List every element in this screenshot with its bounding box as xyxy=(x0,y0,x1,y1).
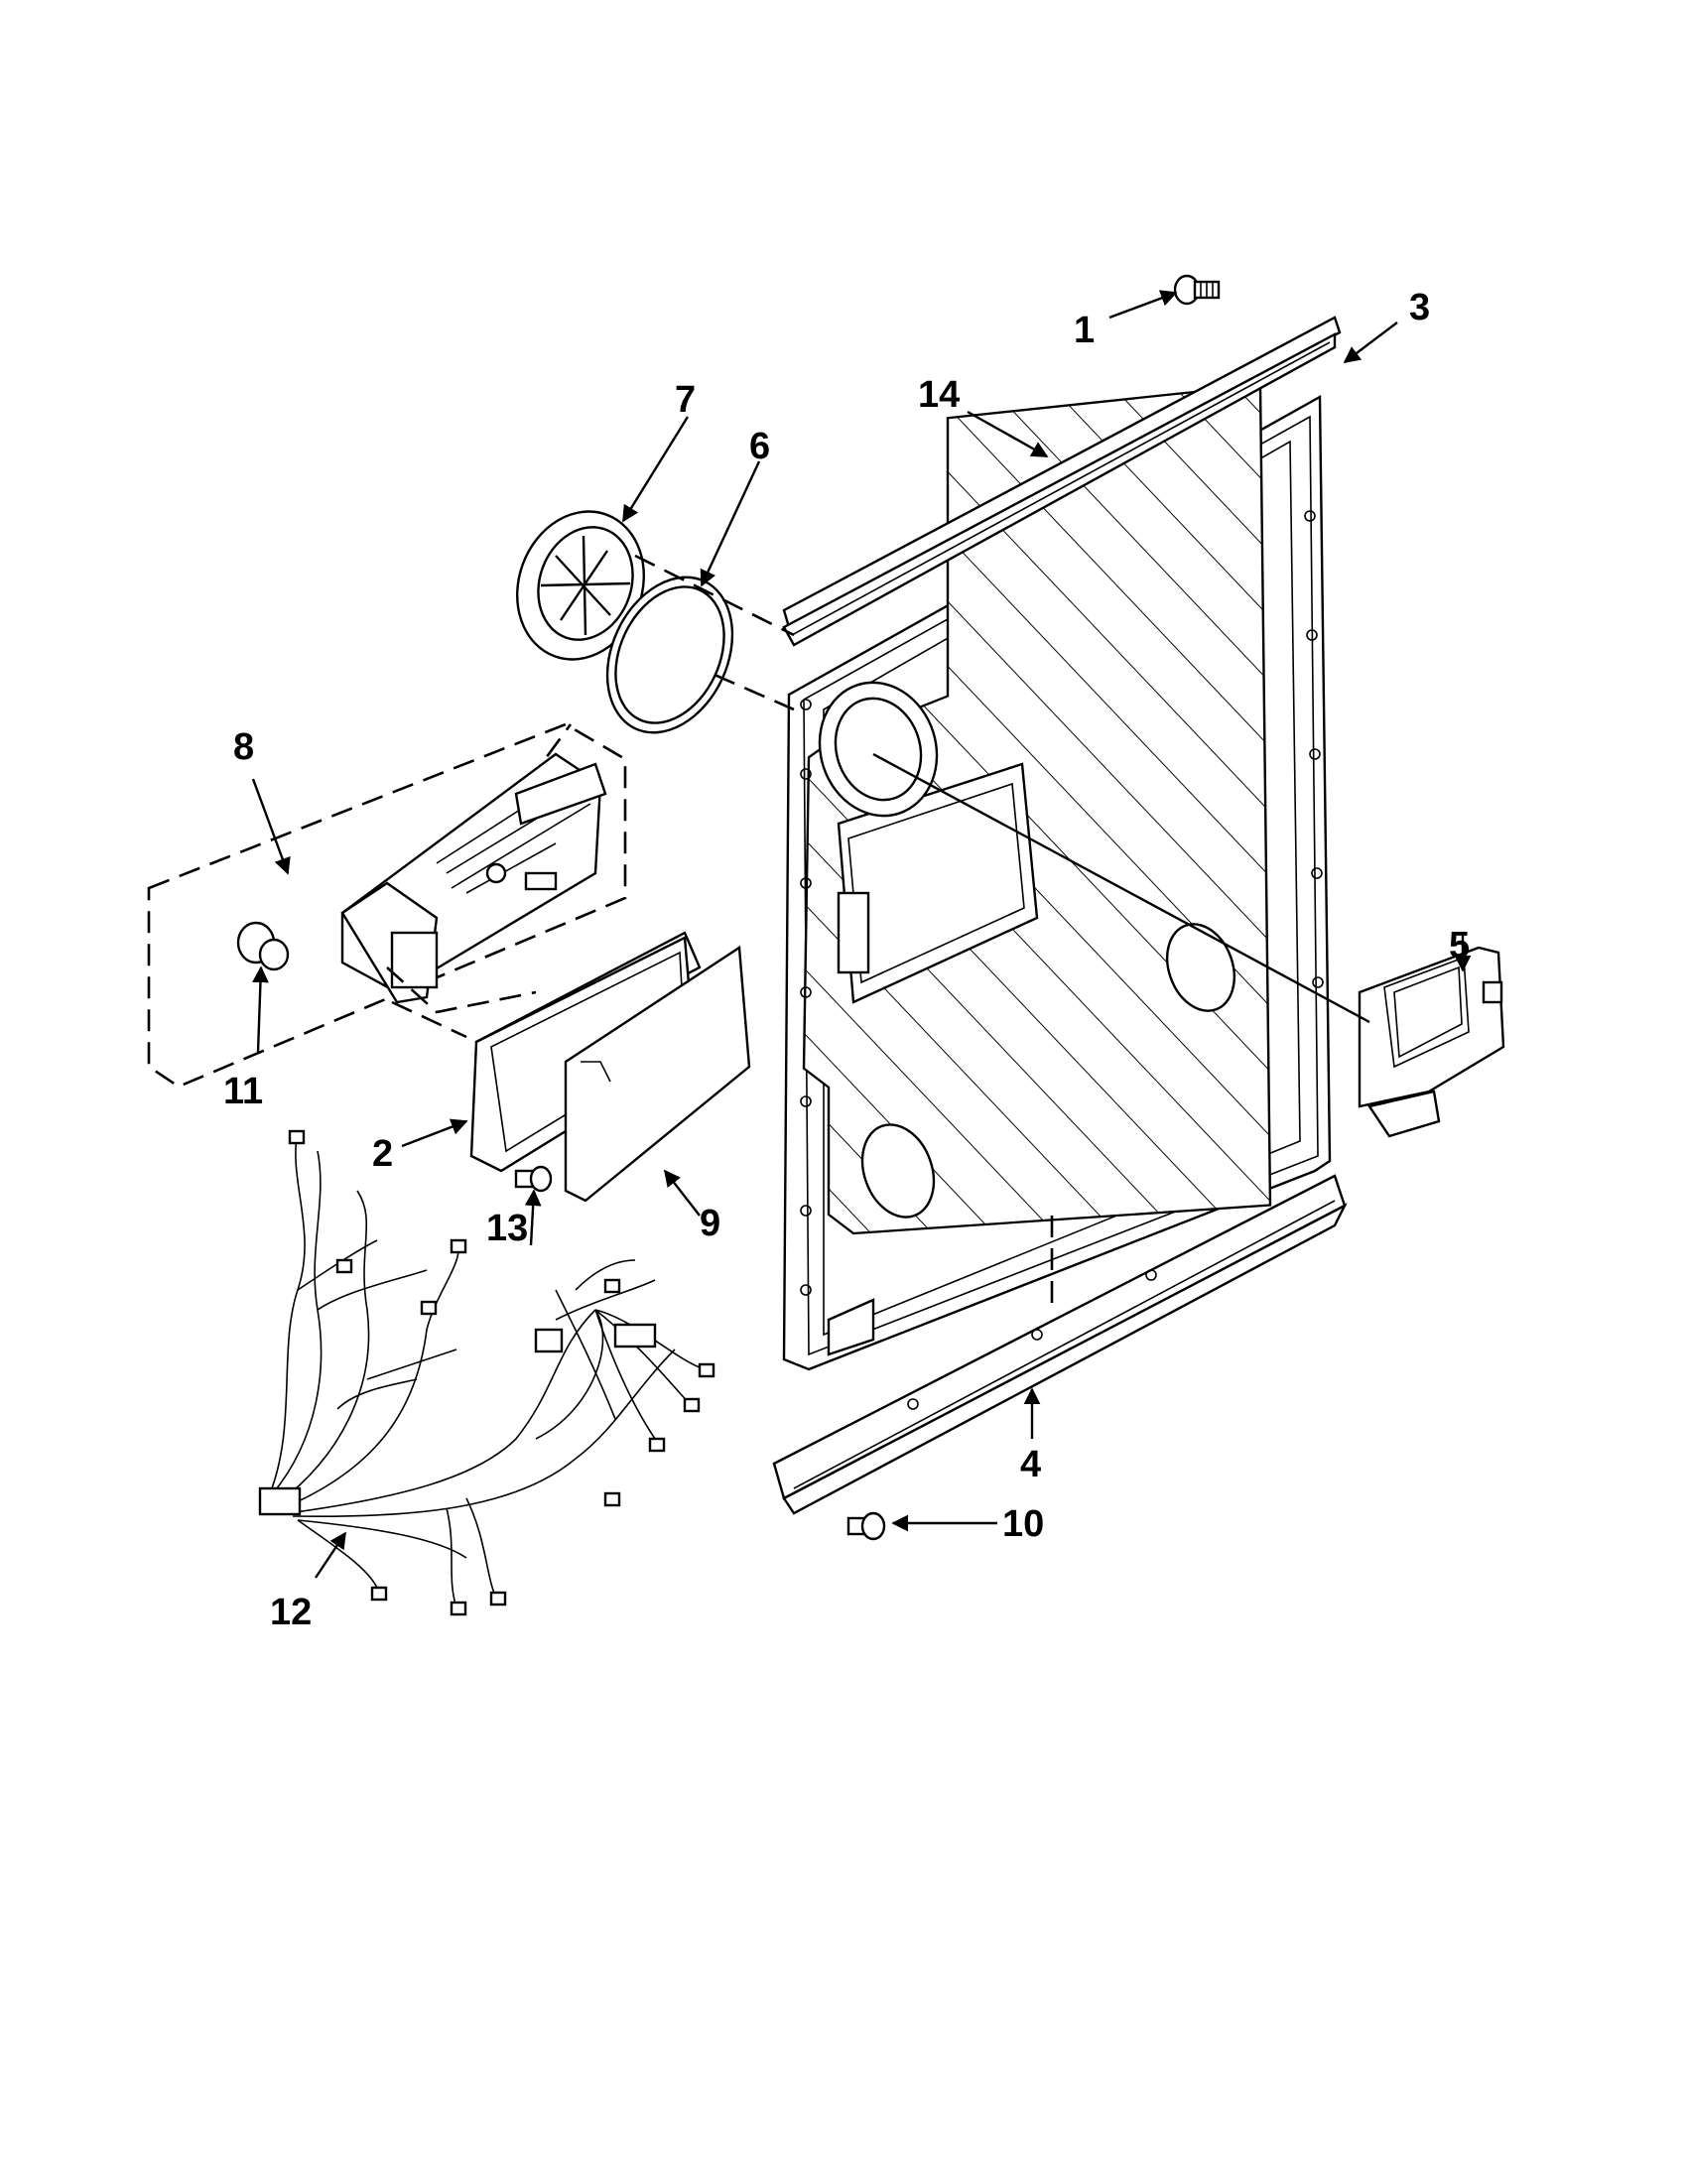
callout-3: 3 xyxy=(1409,287,1430,328)
dispenser-knob xyxy=(236,921,290,971)
screw-13 xyxy=(514,1165,553,1193)
callout-4: 4 xyxy=(1020,1444,1041,1485)
callout-14: 14 xyxy=(918,374,960,416)
callout-11: 11 xyxy=(223,1071,263,1112)
callout-13: 13 xyxy=(486,1208,528,1249)
callout-12: 12 xyxy=(270,1592,312,1633)
top-trim-rail xyxy=(782,316,1342,647)
screw-1 xyxy=(1173,274,1221,306)
callout-6: 6 xyxy=(749,426,770,467)
wire-harness xyxy=(258,1129,715,1616)
seal-ring xyxy=(605,576,734,734)
screw-10 xyxy=(846,1511,886,1541)
dispenser-assembly xyxy=(147,722,627,1089)
leader-lines xyxy=(251,290,1472,1579)
callout-1: 1 xyxy=(1074,310,1095,351)
callout-8: 8 xyxy=(233,726,254,768)
latch-housing xyxy=(1358,946,1505,1138)
door-panel xyxy=(782,383,1332,1371)
callout-2: 2 xyxy=(372,1133,393,1175)
callout-7: 7 xyxy=(675,379,696,421)
callout-labels: 1 3 14 7 6 8 5 11 2 13 9 4 10 12 xyxy=(223,287,1470,1633)
callout-5: 5 xyxy=(1449,925,1470,966)
callout-9: 9 xyxy=(700,1203,720,1244)
callout-10: 10 xyxy=(1002,1503,1044,1545)
bottom-rail xyxy=(772,1174,1348,1515)
insulation-pad xyxy=(564,945,751,1203)
